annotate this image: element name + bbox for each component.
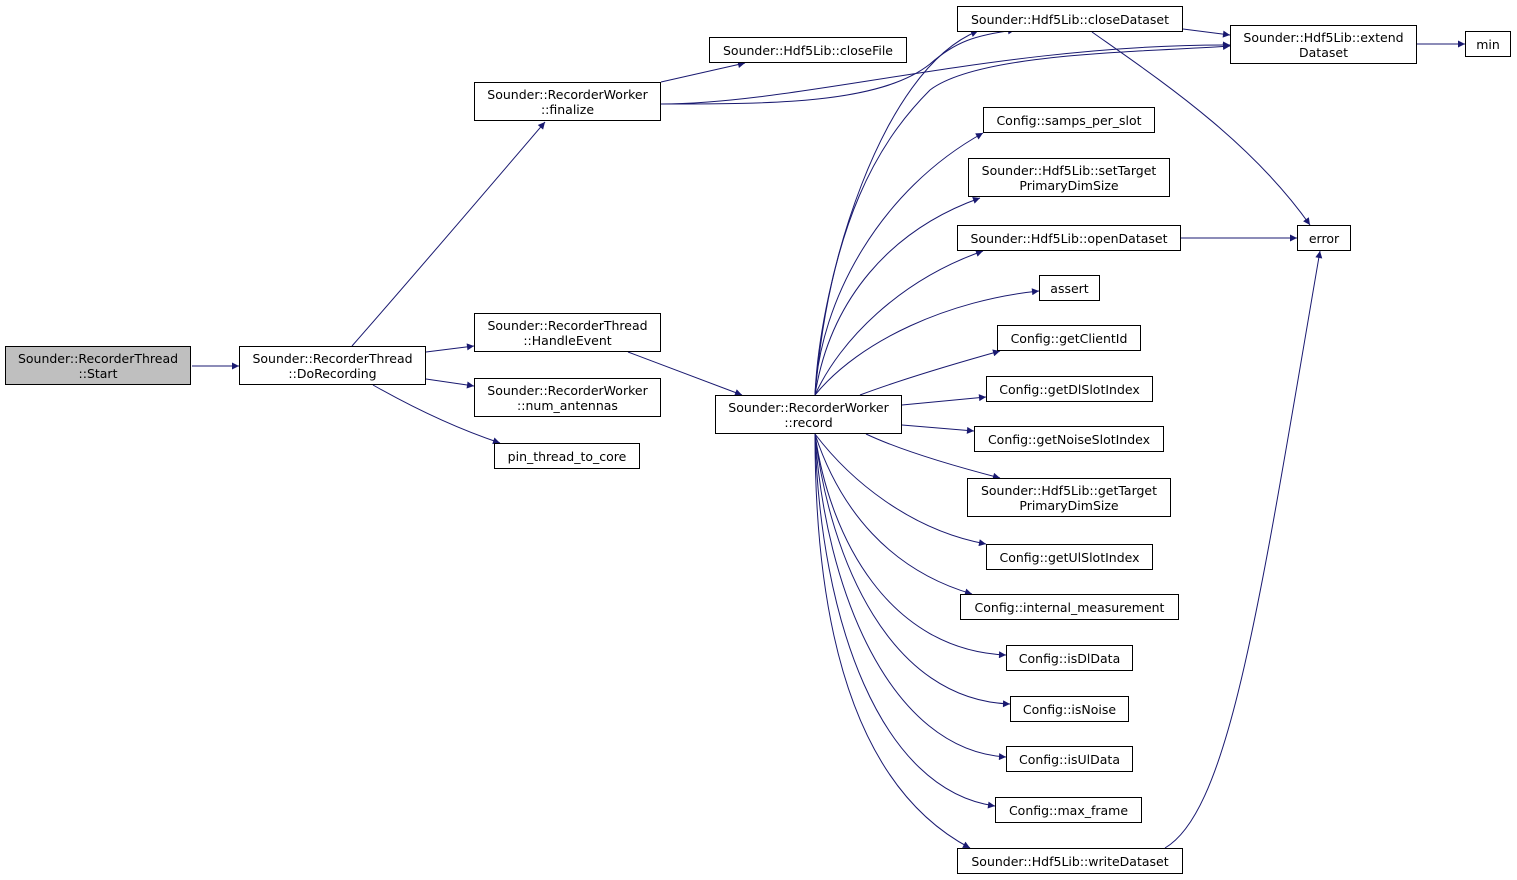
edge-record-to-isnoise (814, 433, 1011, 708)
node-label: Config::isUlData (1019, 751, 1120, 767)
edge-finalize-to-extend (660, 41, 1231, 105)
edge-finalize-to-closedataset (660, 27, 1016, 105)
node-label: pin_thread_to_core (507, 448, 627, 464)
node-finalize[interactable]: Sounder::RecorderWorker::finalize (474, 82, 661, 121)
node-label: Sounder::Hdf5Lib::closeFile (723, 42, 893, 58)
edge-record-to-settarget (814, 197, 981, 396)
node-label: Config::getUlSlotIndex (999, 549, 1140, 565)
node-dorecording[interactable]: Sounder::RecorderThread::DoRecording (239, 346, 426, 385)
node-writedataset[interactable]: Sounder::Hdf5Lib::writeDataset (957, 848, 1183, 874)
node-label: Sounder::Hdf5Lib::setTarget (981, 162, 1157, 178)
node-pin_thread[interactable]: pin_thread_to_core (494, 443, 640, 469)
node-label: Config::samps_per_slot (996, 112, 1142, 128)
node-record[interactable]: Sounder::RecorderWorker::record (715, 395, 902, 434)
edge-record-to-maxframe (814, 433, 996, 809)
edge-record-to-gettarget (865, 433, 1001, 480)
edge-closedataset-to-error (1091, 31, 1311, 226)
node-assert[interactable]: assert (1039, 275, 1100, 301)
node-label: Sounder::Hdf5Lib::extend (1243, 29, 1404, 45)
node-label: Config::max_frame (1008, 802, 1129, 818)
node-error[interactable]: error (1297, 225, 1351, 251)
node-label: Sounder::Hdf5Lib::writeDataset (971, 853, 1169, 869)
node-label: Config::getClientId (1010, 330, 1128, 346)
node-label: Sounder::RecorderWorker (487, 382, 648, 398)
edge-dorecording-to-pin_thread (372, 384, 501, 445)
node-label: ::record (784, 414, 833, 430)
node-label: Sounder::Hdf5Lib::openDataset (970, 230, 1168, 246)
node-label: Config::getNoiseSlotIndex (987, 431, 1151, 447)
edge-record-to-assert (814, 288, 1040, 396)
edge-record-to-internal (814, 433, 973, 596)
node-label: min (1476, 36, 1500, 52)
node-label: ::DoRecording (288, 365, 377, 381)
node-label: Sounder::RecorderWorker (487, 86, 648, 102)
node-label: Config::isDlData (1018, 650, 1121, 666)
node-handleevent[interactable]: Sounder::RecorderThread::HandleEvent (474, 313, 661, 352)
node-label: Config::isNoise (1022, 701, 1117, 717)
node-isnoise[interactable]: Config::isNoise (1010, 696, 1129, 722)
node-label: error (1308, 230, 1340, 246)
node-internal[interactable]: Config::internal_measurement (960, 594, 1179, 620)
edge-record-to-getulslot (814, 433, 987, 547)
node-isdldata[interactable]: Config::isDlData (1006, 645, 1133, 671)
node-label: Sounder::Hdf5Lib::getTarget (980, 482, 1158, 498)
node-label: PrimaryDimSize (1019, 177, 1119, 193)
node-getulslot[interactable]: Config::getUlSlotIndex (986, 544, 1153, 570)
edge-record-to-getclientid (859, 349, 1001, 396)
edge-dorecording-to-handleevent (425, 343, 475, 353)
node-min[interactable]: min (1465, 31, 1511, 57)
edge-record-to-writedataset (814, 433, 971, 849)
node-start[interactable]: Sounder::RecorderThread::Start (5, 346, 191, 385)
node-getnoiseslot[interactable]: Config::getNoiseSlotIndex (974, 426, 1164, 452)
node-label: Config::getDlSlotIndex (999, 381, 1140, 397)
edge-dorecording-to-num_antennas (425, 378, 475, 389)
node-closefile[interactable]: Sounder::Hdf5Lib::closeFile (709, 37, 907, 63)
node-label: Config::internal_measurement (974, 599, 1165, 615)
edge-dorecording-to-finalize (351, 121, 546, 347)
node-label: Sounder::RecorderThread (17, 350, 179, 366)
edge-record-to-isdldata (814, 433, 1007, 659)
node-num_antennas[interactable]: Sounder::RecorderWorker::num_antennas (474, 378, 661, 417)
edge-record-to-getnoiseslot (901, 424, 975, 434)
edge-record-to-opendataset (814, 250, 984, 396)
edge-finalize-to-closefile (660, 61, 746, 83)
node-isuldata[interactable]: Config::isUlData (1006, 746, 1133, 772)
node-label: Dataset (1299, 44, 1348, 60)
node-label: Sounder::RecorderThread (252, 350, 413, 366)
edge-record-to-isuldata (814, 433, 1007, 761)
node-samps[interactable]: Config::samps_per_slot (983, 107, 1155, 133)
node-label: assert (1050, 280, 1089, 296)
node-opendataset[interactable]: Sounder::Hdf5Lib::openDataset (957, 225, 1181, 251)
node-label: Sounder::RecorderThread (487, 317, 648, 333)
node-closedataset[interactable]: Sounder::Hdf5Lib::closeDataset (957, 6, 1183, 32)
edge-closedataset-to-extend (1182, 28, 1231, 38)
node-getclientid[interactable]: Config::getClientId (997, 325, 1141, 351)
node-label: Sounder::RecorderWorker (728, 399, 889, 415)
node-getdlslot[interactable]: Config::getDlSlotIndex (986, 376, 1153, 402)
node-label: ::HandleEvent (523, 332, 612, 348)
node-label: PrimaryDimSize (1019, 497, 1119, 513)
node-label: ::Start (78, 365, 118, 381)
node-label: Sounder::Hdf5Lib::closeDataset (970, 11, 1170, 27)
edge-record-to-getdlslot (901, 394, 987, 406)
node-label: ::num_antennas (517, 397, 618, 413)
edge-handleevent-to-record (627, 351, 743, 396)
edge-writedataset-to-error (1164, 250, 1323, 849)
node-maxframe[interactable]: Config::max_frame (995, 797, 1142, 823)
edge-record-to-samps (814, 132, 984, 396)
edge-record-to-extend (814, 43, 1231, 396)
edge-record-to-closedataset (814, 30, 979, 396)
node-label: ::finalize (540, 101, 595, 117)
